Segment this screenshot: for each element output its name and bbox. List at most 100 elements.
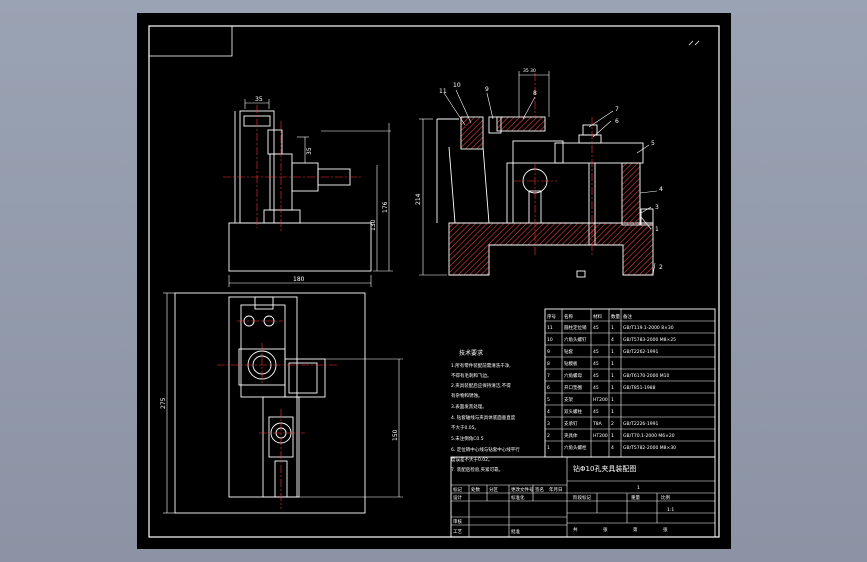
bom-cell: 1: [547, 445, 550, 451]
note-line: 有杂物和锈蚀。: [451, 392, 483, 399]
bom-cell: 4: [611, 337, 614, 343]
corner-marks: [688, 40, 700, 46]
tb-label: 比例: [661, 494, 670, 501]
dim-side-height-b: 176: [382, 201, 389, 213]
bom-cell: 六角头螺栓: [564, 444, 587, 451]
note-line: 6. 定位销中心线与钻套中心线平行: [451, 446, 520, 453]
balloon-8: 8: [533, 90, 537, 97]
dim-side-right: 35: [306, 147, 313, 155]
bom-cell: 45: [593, 361, 599, 367]
note-line: 2.夹具装配后应保持清洁,不得: [451, 382, 511, 389]
bom-cell: GB/T70.1-2000 M6×20: [623, 433, 675, 439]
bom-cell: 8: [547, 361, 550, 367]
tb-label: 处数: [471, 486, 480, 493]
balloon-4: 4: [659, 186, 663, 193]
bom-cell: 1: [611, 409, 614, 415]
bom-cell: 1: [611, 361, 614, 367]
bom-cell: 5: [547, 397, 550, 403]
tb-label: 张: [603, 526, 608, 533]
side-view: [228, 110, 372, 272]
front-view: [436, 116, 654, 278]
bom-cell: GB/T2262-1991: [623, 349, 659, 355]
bom-cell: 6: [547, 385, 550, 391]
leader-lines: [443, 89, 658, 276]
notes-heading: 技术要求: [459, 349, 483, 357]
bom-cell: 4: [547, 409, 550, 415]
bom-header-cell: 备注: [623, 313, 632, 320]
balloon-1: 1: [655, 226, 659, 233]
side-view-centerlines: [223, 105, 361, 231]
tb-qty: 1: [637, 485, 640, 491]
tb-label: 工艺: [453, 529, 462, 535]
bom-cell: 9: [547, 349, 550, 355]
balloon-10: 10: [453, 82, 461, 89]
tb-label: 签名: [535, 486, 544, 493]
tb-label: 标准化: [511, 494, 525, 501]
dim-side-width: 180: [293, 276, 305, 283]
plan-view: [174, 292, 366, 514]
bom-cell: 六角螺母: [564, 372, 582, 379]
note-line: 3.表面发黑处理。: [451, 403, 487, 410]
tb-label: 第: [633, 526, 638, 533]
bom-header-cell: 材料: [593, 313, 602, 320]
dim-front-top: 35 30: [523, 68, 536, 74]
tb-label: 更改文件号: [511, 486, 534, 493]
note-line: 4. 钻套轴线与夹具体底面垂直度: [451, 414, 516, 421]
bom-header-cell: 数量: [611, 313, 620, 320]
balloon-2: 2: [659, 264, 663, 271]
bom-cell: 45: [593, 409, 599, 415]
bom-cell: 支架: [564, 396, 573, 403]
bom-cell: 45: [593, 349, 599, 355]
balloon-9: 9: [485, 86, 489, 93]
bom-header-cell: 名称: [564, 313, 573, 320]
bom-cell: 1: [611, 349, 614, 355]
sheet-border: [148, 25, 720, 538]
bom-cell: 2: [547, 433, 550, 439]
side-view-dims: [228, 99, 393, 287]
note-line: 7. 装配后检验,夹紧可靠。: [451, 466, 503, 473]
tb-label: 重量: [631, 494, 640, 501]
technical-notes: 技术要求 1.所有零件装配前需清洗干净, 不得有毛刺和飞边。 2.夹具装配后应保…: [451, 349, 520, 473]
bom-cell: GB/T851-1988: [623, 385, 656, 391]
dim-side-top: 35: [255, 96, 263, 103]
tb-label: 阶段标记: [573, 494, 591, 501]
bom-cell: 3: [547, 421, 550, 427]
dim-plan-right: 150: [392, 429, 399, 441]
bom-cell: 7: [547, 373, 550, 379]
balloon-7: 7: [615, 106, 619, 113]
bom-cell: HT200: [593, 433, 608, 439]
drawing-canvas: 35 35 130 176 180: [148, 25, 720, 538]
note-line: 1.所有零件装配前需清洗干净,: [451, 362, 511, 369]
dim-side-height-a: 130: [370, 219, 377, 231]
tb-label: 共: [573, 526, 578, 533]
bom-cell: 夹具体: [564, 432, 578, 439]
bom-cell: T8A: [592, 421, 603, 427]
tb-label: 张: [663, 526, 668, 533]
tb-label: 标记: [453, 486, 462, 493]
bom-cell: 45: [593, 373, 599, 379]
bom-cell: 双头螺柱: [564, 408, 582, 415]
dim-front-height: 214: [415, 193, 422, 205]
bom-cell: 4: [611, 445, 614, 451]
bom-cell: 10: [547, 337, 553, 343]
bom-cell: 六角头螺钉: [564, 336, 587, 343]
balloon-6: 6: [615, 118, 619, 125]
note-line: 5.未注倒角C0.5: [451, 435, 484, 442]
front-view-dims: [419, 71, 550, 276]
balloon-5: 5: [651, 140, 655, 147]
drawing-title: 钻Φ10孔夹具装配图: [573, 464, 636, 473]
bom-cell: HT200: [593, 397, 608, 403]
bom-cell: 钻套: [564, 348, 573, 355]
bom-cell: 45: [593, 325, 599, 331]
bom-cell: 1: [611, 385, 614, 391]
front-view-hatch: [448, 116, 654, 276]
tb-label: 审核: [453, 518, 462, 525]
bom-cell: 支承钉: [564, 420, 578, 427]
tb-label: 设计: [453, 494, 462, 501]
balloon-11: 11: [439, 88, 447, 95]
balloon-3: 3: [655, 204, 659, 211]
title-block: [450, 456, 716, 538]
bom-cell: 1: [611, 433, 614, 439]
